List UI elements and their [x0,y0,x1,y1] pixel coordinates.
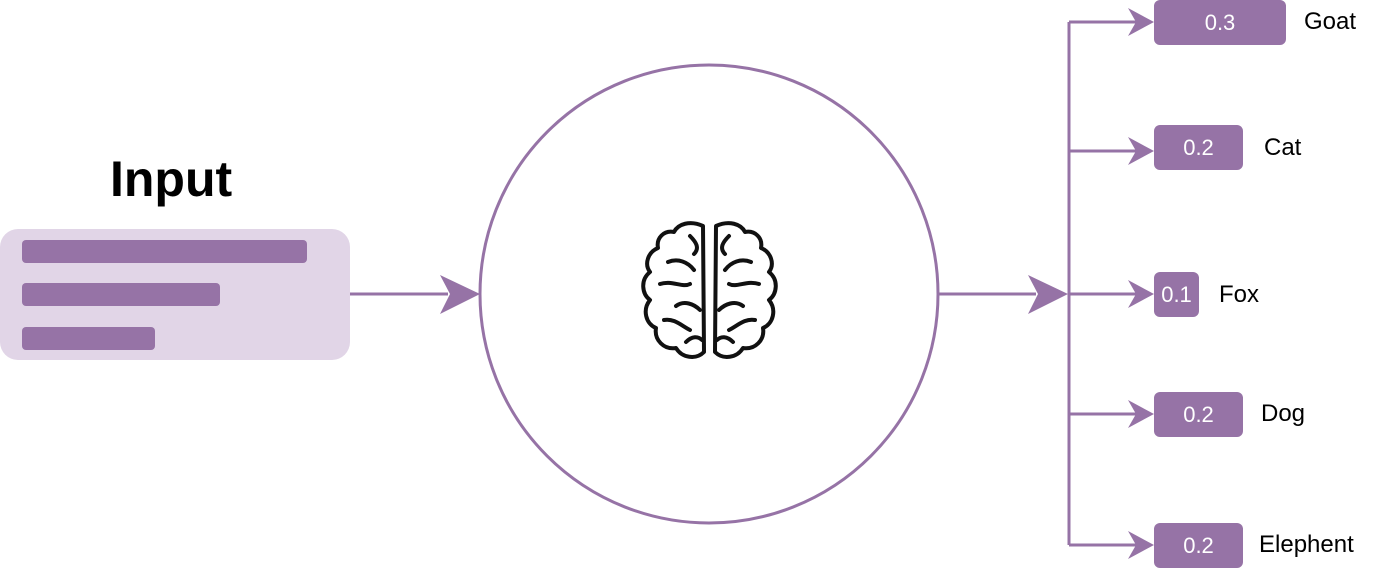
output-label-dog: Dog [1261,400,1306,427]
output-value-cat: 0.2 [1154,125,1243,170]
output-label-fox: Fox [1219,281,1260,308]
input-to-model-arrow [350,275,480,314]
input-title: Input [110,151,233,207]
brain-icon [641,221,778,359]
output-value-dog: 0.2 [1154,392,1243,437]
model-to-outputs-arrow [938,275,1068,314]
output-value-fox: 0.1 [1154,272,1199,317]
output-label-cat: Cat [1264,134,1302,161]
input-line-1 [22,240,307,263]
output-label-goat: Goat [1304,8,1357,35]
output-label-elephent: Elephent [1259,531,1354,558]
input-box [0,229,350,360]
model-circle [478,63,940,525]
branch-arrows [1069,8,1154,559]
output-value-goat: 0.3 [1154,0,1286,45]
input-line-2 [22,283,220,306]
input-line-3 [22,327,155,350]
output-value-elephent: 0.2 [1154,523,1243,568]
